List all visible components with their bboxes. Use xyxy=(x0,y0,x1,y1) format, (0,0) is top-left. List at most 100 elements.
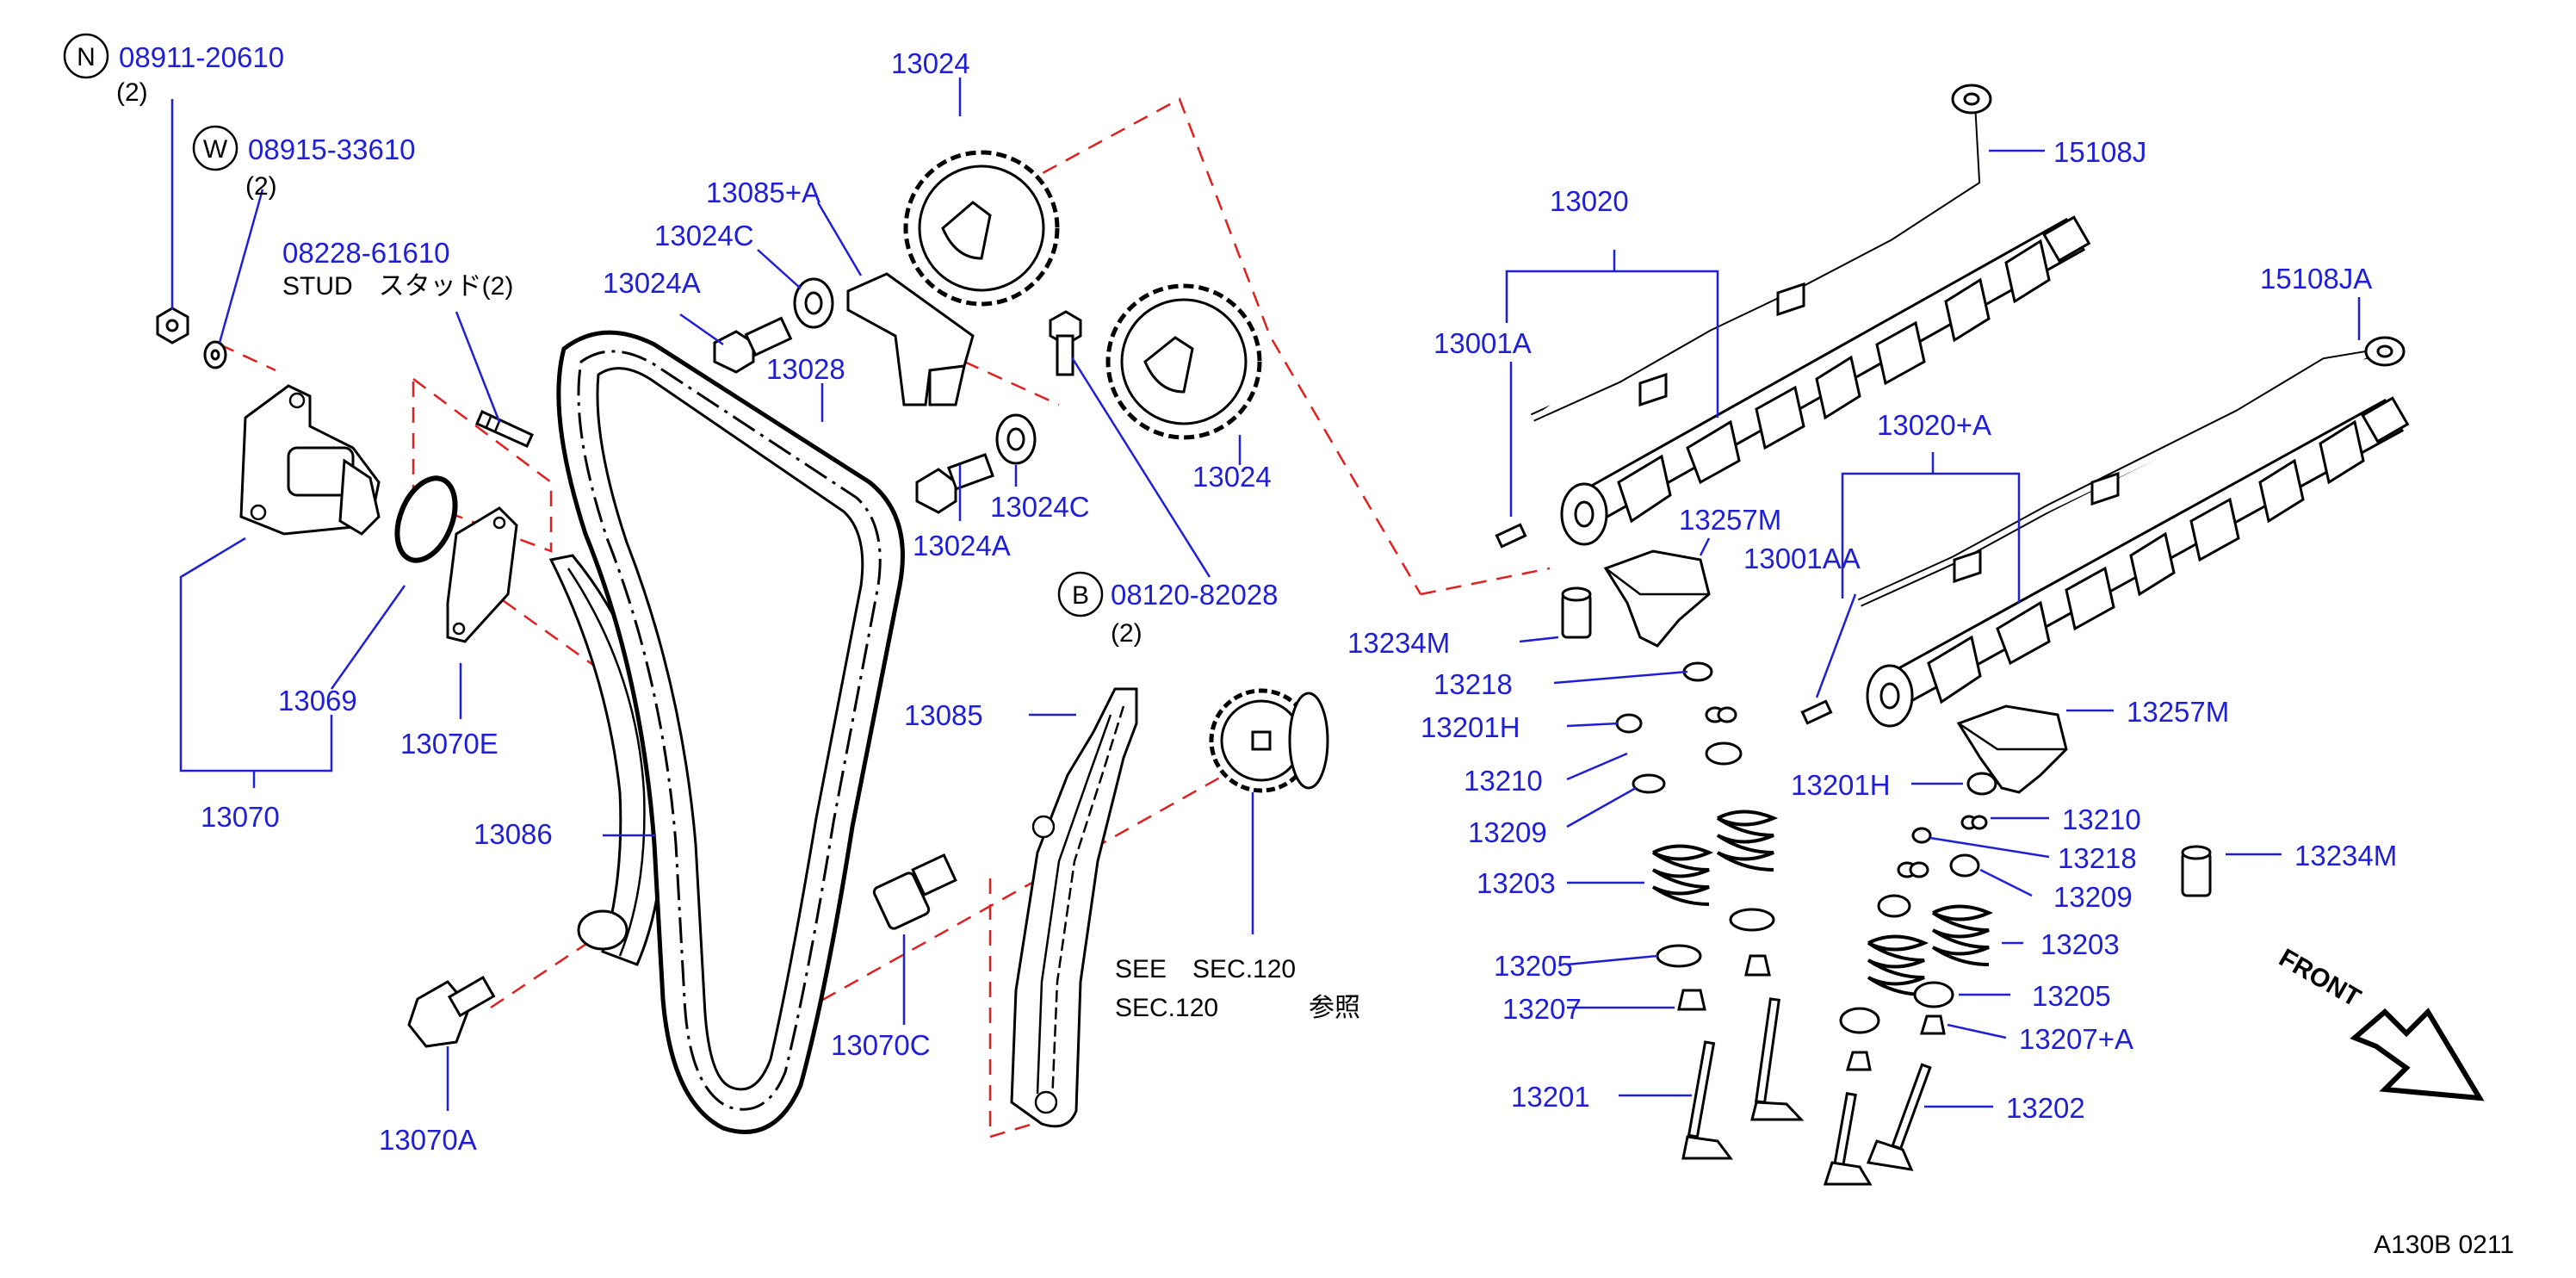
label-15108ja: 15108JA xyxy=(2260,263,2372,295)
n-quantity: (2) xyxy=(116,78,148,107)
label-13257m-right: 13257M xyxy=(2127,696,2229,728)
o-ring xyxy=(394,475,458,563)
sprocket-bolt-upper xyxy=(713,316,793,374)
retainer-cap-left xyxy=(1682,661,1713,682)
label-13205-right: 13205 xyxy=(2032,980,2111,1012)
lash-adjuster-right xyxy=(2181,845,2212,897)
spring-retainer-right xyxy=(1877,853,1980,918)
label-13210-left: 13210 xyxy=(1464,765,1543,797)
label-13209-left: 13209 xyxy=(1468,816,1547,848)
label-13201h-left: 13201H xyxy=(1421,711,1520,743)
cam-sprocket-left xyxy=(903,150,1060,307)
label-13202: 13202 xyxy=(2006,1092,2085,1124)
n-symbol: N xyxy=(77,43,96,71)
sprocket-washer-lower xyxy=(995,413,1037,465)
tensioner-gasket xyxy=(446,506,518,643)
label-13209-right: 13209 xyxy=(2053,881,2133,913)
valve-springs-left xyxy=(1651,810,1779,906)
b-quantity: (2) xyxy=(1111,619,1142,648)
bolt-b xyxy=(1049,310,1082,376)
timing-chain xyxy=(556,330,905,1134)
alignment-lines xyxy=(219,97,1551,1138)
w-symbol: W xyxy=(203,135,228,164)
label-13070c: 13070C xyxy=(831,1029,931,1061)
label-13234m-right: 13234M xyxy=(2294,840,2397,872)
spring-retainer-left xyxy=(1632,741,1743,794)
cam-sprocket-right xyxy=(1105,283,1262,440)
label-13201: 13201 xyxy=(1511,1081,1590,1113)
valve-keepers-left xyxy=(1615,706,1737,734)
spring-seats-right xyxy=(1839,981,1954,1034)
spring-seats-left xyxy=(1656,908,1775,968)
w-symbol-circle xyxy=(192,125,238,171)
footer-code: A130B 0211 xyxy=(2374,1231,2514,1259)
nut-n xyxy=(156,307,189,344)
b-part-number: 08120-82028 xyxy=(1111,579,1279,611)
valve-springs-right xyxy=(1867,904,1994,996)
label-13024a-top: 13024A xyxy=(603,267,701,299)
label-13024c-low: 13024C xyxy=(990,491,1090,523)
label-13069: 13069 xyxy=(278,685,357,717)
sprocket-washer-upper xyxy=(793,277,834,329)
label-13085a: 13085+A xyxy=(706,177,820,208)
rocker-arm-left xyxy=(1603,549,1711,648)
b-symbol-circle xyxy=(1057,571,1104,617)
label-13070a: 13070A xyxy=(379,1124,477,1156)
valve-seals-left xyxy=(1677,954,1771,1011)
washer-w xyxy=(203,340,227,369)
see-section-jp: 参照 xyxy=(1309,994,1360,1022)
oil-tube-lower xyxy=(1857,336,2406,607)
valve-keepers-right xyxy=(1897,815,1988,878)
label-13218-right: 13218 xyxy=(2058,842,2137,874)
leader-lines xyxy=(170,78,2361,1111)
b-symbol: B xyxy=(1072,581,1089,610)
label-13070: 13070 xyxy=(201,801,280,833)
stud xyxy=(475,409,534,448)
retainer-cap-right xyxy=(1966,772,1997,796)
chain-tensioner xyxy=(239,384,381,536)
dowel-pin-right xyxy=(1800,699,1833,725)
callout-text: 08911-20610 (2) 08915-33610 (2) 08228-61… xyxy=(116,41,1360,1022)
n-part-number: 08911-20610 xyxy=(119,41,284,73)
dowel-pin-left xyxy=(1495,523,1527,549)
label-13207: 13207 xyxy=(1502,993,1582,1025)
chain-tensioner-guide xyxy=(1010,687,1138,1128)
see-section-line2: SEC.120 xyxy=(1115,994,1218,1022)
exhaust-valves xyxy=(1866,1063,1932,1171)
label-13257m-left: 13257M xyxy=(1679,504,1781,536)
guide-bolt xyxy=(407,976,496,1048)
label-13001a: 13001A xyxy=(1434,327,1532,359)
see-section-line1: SEE SEC.120 xyxy=(1115,955,1296,983)
label-13085: 13085 xyxy=(904,699,983,731)
label-13024a-low: 13024A xyxy=(913,530,1011,561)
oil-tube-upper xyxy=(1530,84,1992,422)
label-13070e: 13070E xyxy=(400,728,498,760)
label-13218-left: 13218 xyxy=(1434,668,1513,700)
label-13001aa: 13001AA xyxy=(1743,543,1861,574)
camshaft-lower xyxy=(1866,396,2410,728)
stud-part-number: 08228-61610 xyxy=(282,237,450,269)
sprocket-bolt-lower xyxy=(915,452,994,514)
label-13234m-left: 13234M xyxy=(1347,627,1450,659)
label-13203-left: 13203 xyxy=(1477,867,1556,899)
w-quantity: (2) xyxy=(245,172,277,201)
label-13203-right: 13203 xyxy=(2040,928,2120,960)
label-13086: 13086 xyxy=(474,818,553,850)
upper-chain-guide xyxy=(846,272,975,406)
label-13020: 13020 xyxy=(1550,185,1629,217)
label-13207a: 13207+A xyxy=(2019,1023,2133,1055)
n-symbol-circle xyxy=(63,33,109,79)
label-13205-left: 13205 xyxy=(1494,950,1573,982)
label-13024c-top: 13024C xyxy=(654,220,754,251)
stud-description: STUD スタッド(2) xyxy=(282,272,513,301)
front-label: FRONT xyxy=(2274,944,2365,1013)
intake-valves xyxy=(1681,997,1873,1186)
lash-adjuster-left xyxy=(1561,586,1592,639)
front-arrow: FRONT xyxy=(2274,944,2485,1101)
w-part-number: 08915-33610 xyxy=(248,133,416,165)
label-13028: 13028 xyxy=(766,353,845,385)
label-13201h-right: 13201H xyxy=(1791,769,1891,801)
label-13210-right: 13210 xyxy=(2062,803,2141,835)
rocker-arm-right xyxy=(1956,704,2068,794)
